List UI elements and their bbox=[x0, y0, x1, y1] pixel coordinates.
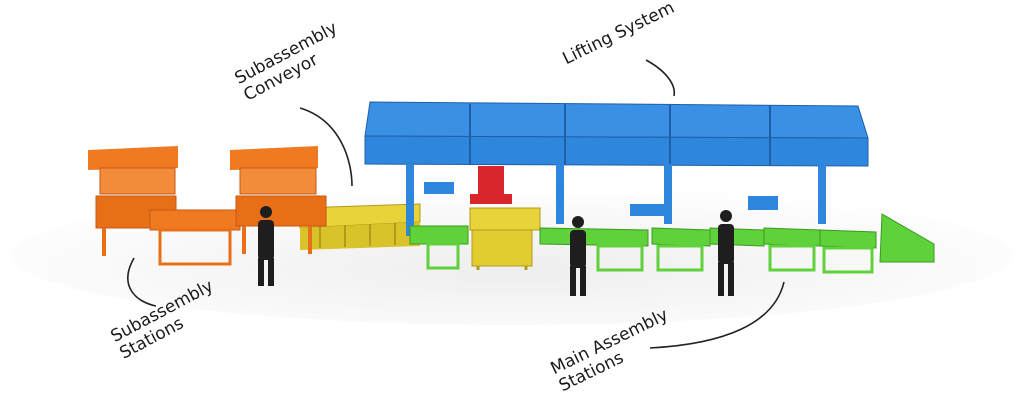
worker-2 bbox=[570, 216, 586, 296]
main-assembly-stations bbox=[409, 213, 935, 274]
worker-1 bbox=[258, 206, 274, 286]
gripper bbox=[478, 166, 504, 196]
leader-line-subassembly-stations bbox=[127, 257, 157, 307]
subassembly-station-2 bbox=[230, 146, 327, 254]
leader-line-main-assembly-stations bbox=[649, 281, 785, 349]
subassembly-conveyor bbox=[299, 203, 541, 270]
worker-3 bbox=[718, 210, 734, 296]
leader-line-subassembly-conveyor bbox=[299, 107, 353, 187]
leader-line-lifting-system bbox=[645, 59, 676, 97]
subassembly-station-1 bbox=[88, 146, 241, 266]
lifting-system-frame bbox=[364, 101, 869, 236]
